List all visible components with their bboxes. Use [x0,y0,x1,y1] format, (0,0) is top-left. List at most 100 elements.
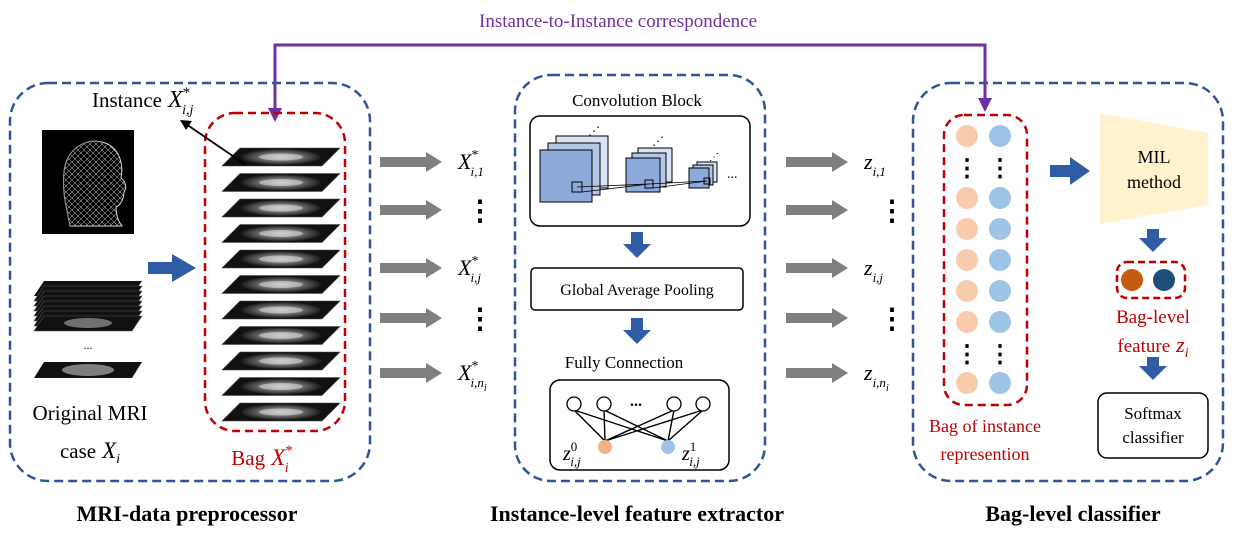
flow-arrow [786,363,848,383]
repr-to-mil-arrow [1050,157,1090,185]
instance-input-0: X*i,1 [457,148,484,179]
bag-feature-label-line1: Bag-level [1116,307,1190,328]
flow-arrow [380,308,442,328]
preprocessor-border [8,81,372,483]
instance-input-1: ⋮ [466,196,494,227]
feature-output-2: zi,j [863,255,883,285]
repr-node-blue [989,218,1011,240]
gap-label: Global Average Pooling [560,282,713,299]
bag-slice [221,377,341,396]
feature-output-1: ⋮ [878,196,906,227]
correspondence-label: Instance-to-Instance correspondence [479,11,757,32]
repr-node-blue [989,125,1011,147]
repr-node-peach [956,372,978,394]
bag-slice [221,147,341,167]
fc-output-node-0 [598,440,612,454]
repr-vdots: ⋮ [988,156,1012,182]
correspondence-line [273,43,987,112]
repr-node-blue [989,280,1011,302]
extractor-title: Instance-level feature extractor [490,501,784,526]
instance-input-column: X*i,1 ⋮ X*i,j ⋮ X*i,ni [380,148,494,394]
mil-method-shape [1100,113,1208,224]
bag-slice [221,249,341,269]
bag-slice [221,402,341,422]
svg-text:⋰: ⋰ [588,124,600,138]
bag-slice-stack [221,147,341,422]
feature-to-softmax-arrow [1139,357,1167,380]
instance-pointer-arrowhead [180,120,192,130]
preprocessor-title: MRI-data preprocessor [77,501,298,526]
correspondence-arrowhead-left [268,108,282,122]
bag-slice [221,173,341,192]
mil-label-line1: MIL [1138,147,1171,167]
instance-input-2: X*i,j [457,254,481,285]
correspondence-connector: Instance-to-Instance correspondence [268,11,992,122]
flow-arrow [380,152,442,172]
repr-vdots: ⋮ [955,156,979,182]
bag-slice [221,351,341,371]
fc-output-node-1 [661,440,675,454]
flow-arrow [380,258,442,278]
classifier-border [911,81,1225,483]
bag-slice [221,275,341,294]
bag-slice [221,224,341,243]
repr-node-blue [989,372,1011,394]
extractor-border [513,73,767,483]
feature-output-column: zi,1 ⋮ zi,j ⋮ zi,ni [786,149,906,394]
repr-vdots: ⋮ [988,342,1012,368]
flow-arrow [786,308,848,328]
bag-feature-node-0 [1121,269,1143,291]
feature-output-3: ⋮ [878,304,906,335]
head-mesh-image [42,130,134,234]
repr-node-peach [956,311,978,333]
bag-repr-label-line1: Bag of instance [929,416,1041,436]
instance-representation-bag-border [942,113,1029,407]
repr-node-peach [956,249,978,271]
fc-label: Fully Connection [565,353,684,372]
feature-output-0: zi,1 [863,149,886,179]
repr-node-peach [956,280,978,302]
flow-arrow [380,200,442,220]
instance-input-4: X*i,ni [457,359,487,394]
fc-ellipsis: ... [630,393,642,410]
bag-slice [221,326,341,345]
mil-to-feature-arrow [1139,229,1167,252]
gap-to-fc-arrow [623,318,651,344]
conv-to-gap-arrow [623,232,651,258]
feature-output-4: zi,ni [863,360,889,394]
stack-ellipsis: ... [84,338,93,352]
original-mri-label: Original MRI [33,401,148,425]
bag-repr-label-line2: represention [941,444,1030,464]
repr-node-peach [956,218,978,240]
repr-node-blue [989,311,1011,333]
bag-slice [221,198,341,218]
conv-ellipsis: ... [727,167,738,182]
instance-representation-dots: ⋮⋮⋮⋮ [955,125,1012,394]
bag-feature-border [1115,260,1187,300]
fc-network: ... [566,393,711,454]
conv-layers: ⋰ ⋰ ⋰ ... [539,124,738,203]
bag-slice [221,300,341,320]
repr-node-blue [989,187,1011,209]
bag-feature-node-1 [1153,269,1175,291]
repr-node-blue [989,249,1011,271]
svg-text:⋰: ⋰ [709,152,719,163]
instance-input-3: ⋮ [466,304,494,335]
flow-arrow [380,363,442,383]
softmax-label-line2: classifier [1122,428,1184,447]
classifier-panel: ⋮⋮⋮⋮ Bag of instance represention MIL me… [911,81,1225,526]
softmax-box [1097,392,1209,459]
original-slice-stack: ... [33,281,143,378]
extractor-panel: Convolution Block ⋰ ⋰ ⋰ ... [490,73,784,526]
classifier-title: Bag-level classifier [985,501,1161,526]
mil-label-line2: method [1127,172,1181,192]
flow-arrow [786,200,848,220]
